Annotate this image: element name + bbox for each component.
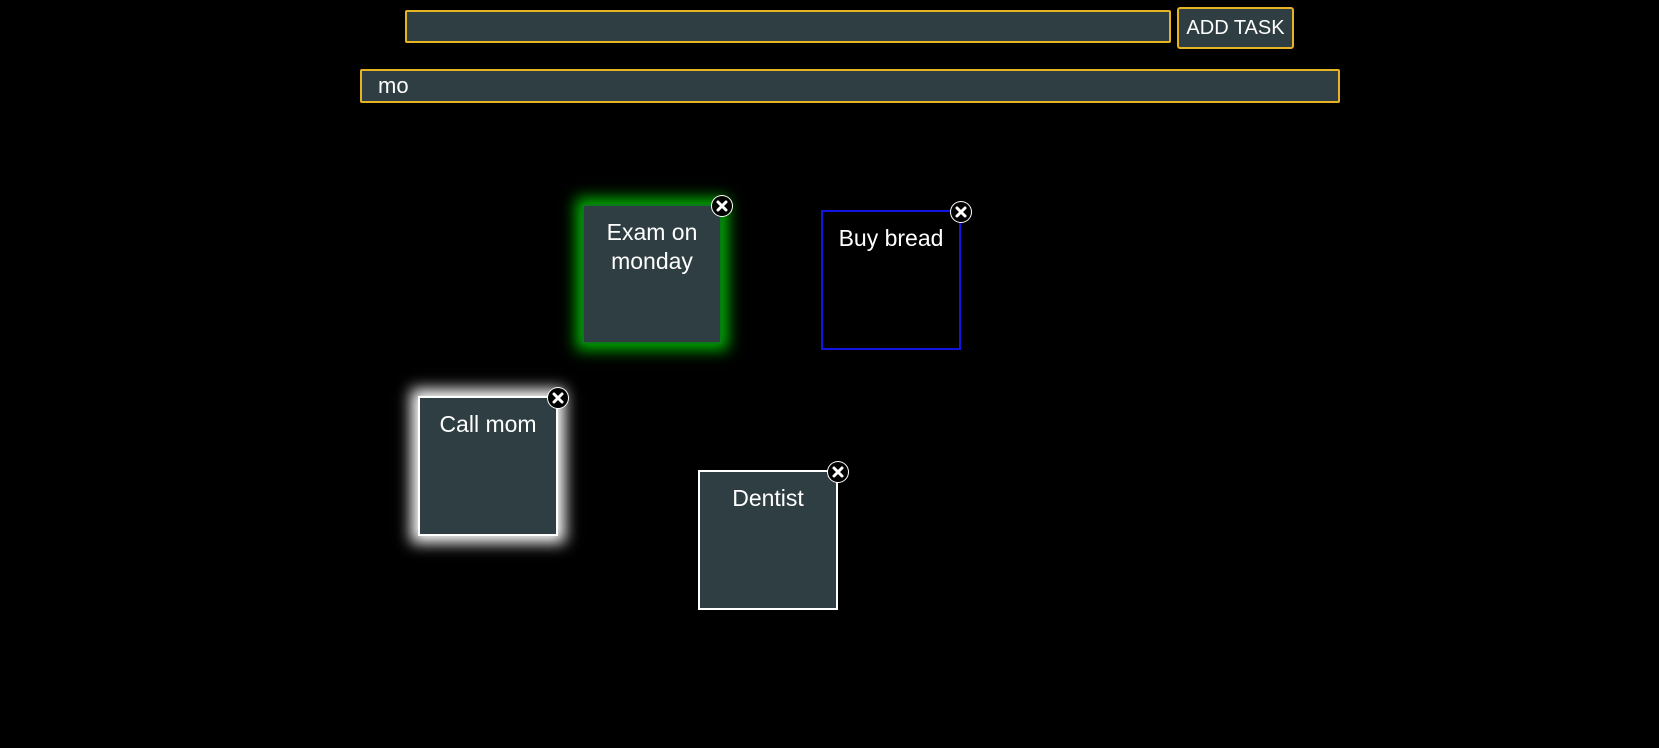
task-note-text: Exam on monday [606,219,698,274]
task-note[interactable]: Call mom [418,387,569,536]
new-task-input[interactable] [405,10,1171,43]
filter-input[interactable] [360,69,1340,103]
add-task-button[interactable]: ADD TASK [1177,7,1294,49]
task-note[interactable]: Dentist [698,461,849,610]
task-note[interactable]: Exam on monday [582,195,733,344]
task-note-text: Buy bread [838,225,944,251]
close-icon[interactable] [827,461,849,483]
close-icon[interactable] [950,201,972,223]
close-icon[interactable] [547,387,569,409]
task-note-text: Dentist [732,485,804,511]
close-icon[interactable] [711,195,733,217]
task-note-text: Call mom [439,411,537,437]
task-note[interactable]: Buy bread [821,201,972,350]
